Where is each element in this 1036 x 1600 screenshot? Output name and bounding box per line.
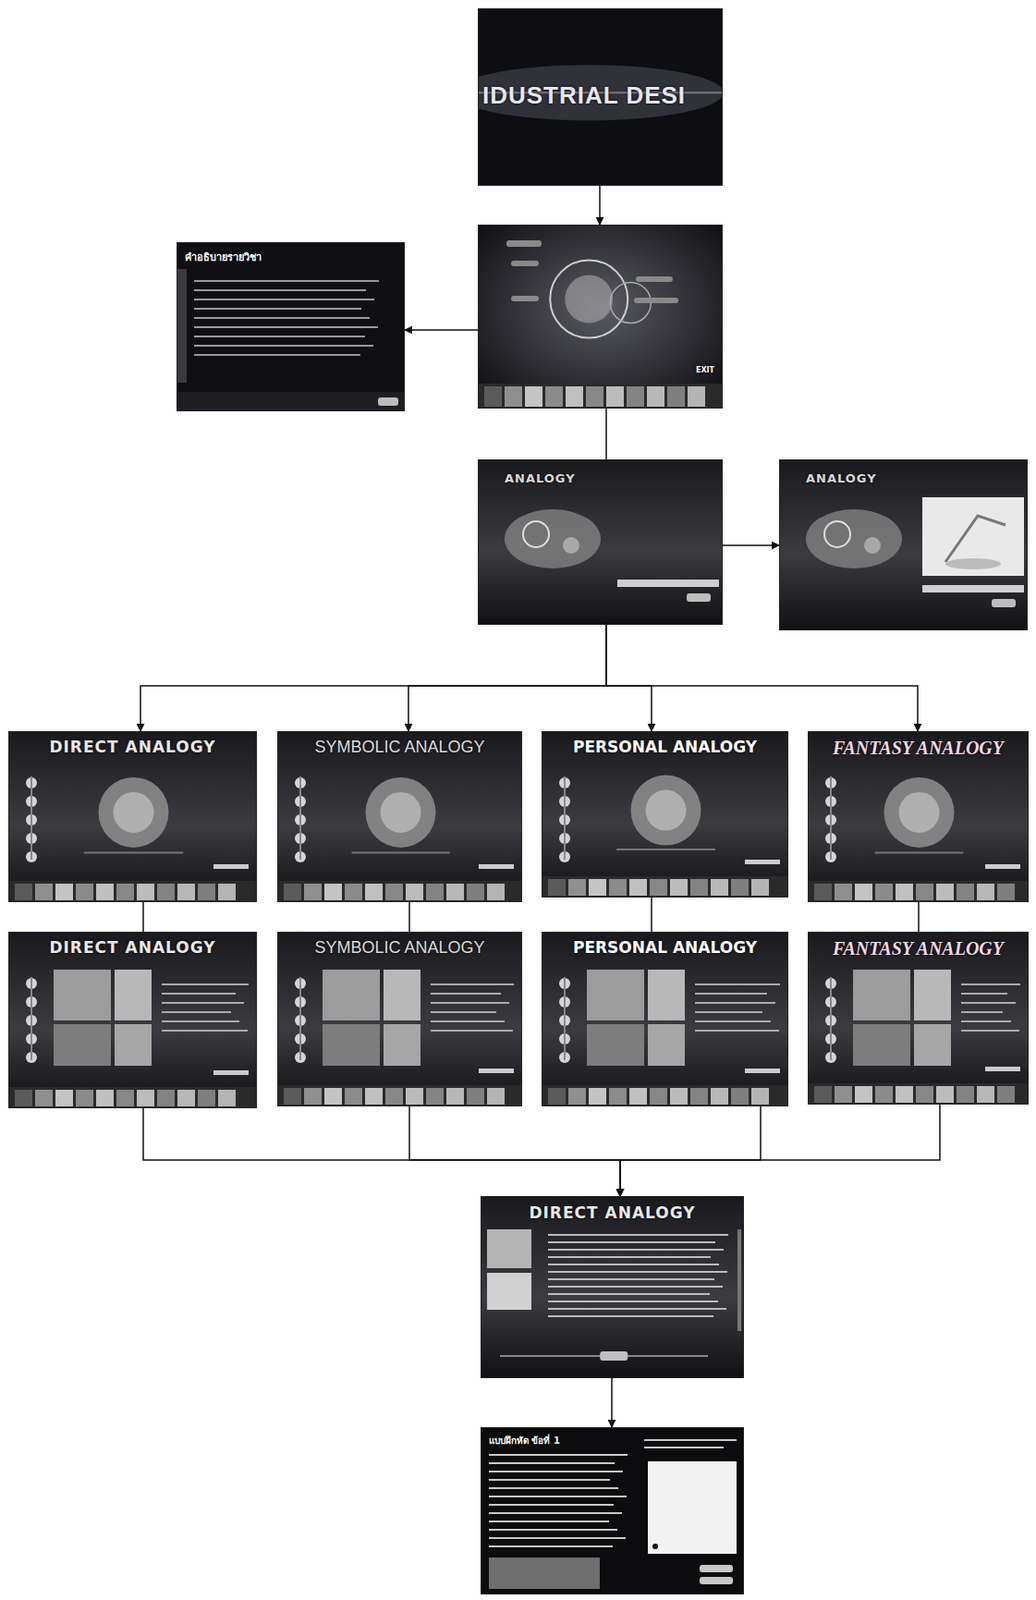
flow-connector [650,897,653,932]
screen-illustration [780,460,1028,631]
screen-illustration [278,932,523,1107]
screen-illustration [9,932,257,1109]
screen-box: FANTASY ANALOGY [807,931,1029,1105]
flow-connector [142,901,145,932]
screen-box: DIRECT ANALOGY [8,731,257,902]
screen-illustration [542,731,789,898]
screen-title: DIRECT ANALOGY [485,1203,740,1222]
screen-box: DIRECT ANALOGY [480,1195,744,1378]
flow-connector [598,185,601,225]
screen-illustration [9,731,257,902]
screen-box: แบบฝึกหัด ข้อที่ 1 [480,1426,744,1595]
flow-connector [606,624,918,732]
screen-title: FANTASY ANALOGY [812,937,1024,960]
screen-box: PERSONAL ANALOGY [541,931,789,1107]
screen-title: PERSONAL ANALOGY [546,938,784,957]
screen-title: PERSONAL ANALOGY [546,737,784,756]
flow-connector [917,901,920,932]
screen-box: SYMBOLIC ANALOGY [277,931,523,1107]
screen-title: SYMBOLIC ANALOGY [281,737,518,758]
screen-box: FANTASY ANALOGY [807,731,1029,902]
screen-box: ANALOGY [779,459,1028,631]
flow-connector [722,544,780,547]
screen-title: คำอธิบายรายวิชา [184,251,401,264]
screen-illustration [278,731,523,902]
screen-box: DIRECT ANALOGY [8,931,257,1109]
flow-connector [143,1108,621,1196]
screen-box: EXIT [477,224,723,409]
screen-title: SYMBOLIC ANALOGY [281,938,518,959]
screen-box: ANALOGY [477,459,723,625]
flow-connector [606,624,652,732]
screen-title: DIRECT ANALOGY [12,938,253,957]
flow-connector [408,901,411,932]
screen-title: ANALOGY [805,471,1024,487]
screen-illustration [478,225,723,409]
screen-illustration [177,243,405,412]
screen-title: FANTASY ANALOGY [812,736,1024,759]
flow-connector [620,1104,940,1196]
flow-connector [408,624,607,732]
flow-connector [620,1106,761,1196]
flow-connector [610,1377,613,1427]
screen-title: DIRECT ANALOGY [12,737,253,756]
flow-connector [605,408,608,460]
screen-box: IDUSTRIAL DESI [477,8,723,186]
flow-connector [140,624,607,732]
flow-connector [409,1106,621,1196]
screen-illustration [481,1427,744,1595]
screen-box: SYMBOLIC ANALOGY [277,731,523,902]
screen-title: ANALOGY [504,471,719,487]
screen-title: แบบฝึกหัด ข้อที่ 1 [488,1435,740,1447]
screen-title: EXIT [482,365,715,376]
screen-title: IDUSTRIAL DESI [482,81,719,110]
screen-box: คำอธิบายรายวิชา [176,242,405,412]
flow-connector [404,329,478,331]
screen-illustration [481,1196,744,1378]
screen-illustration [542,932,789,1107]
screen-box: PERSONAL ANALOGY [541,731,789,898]
